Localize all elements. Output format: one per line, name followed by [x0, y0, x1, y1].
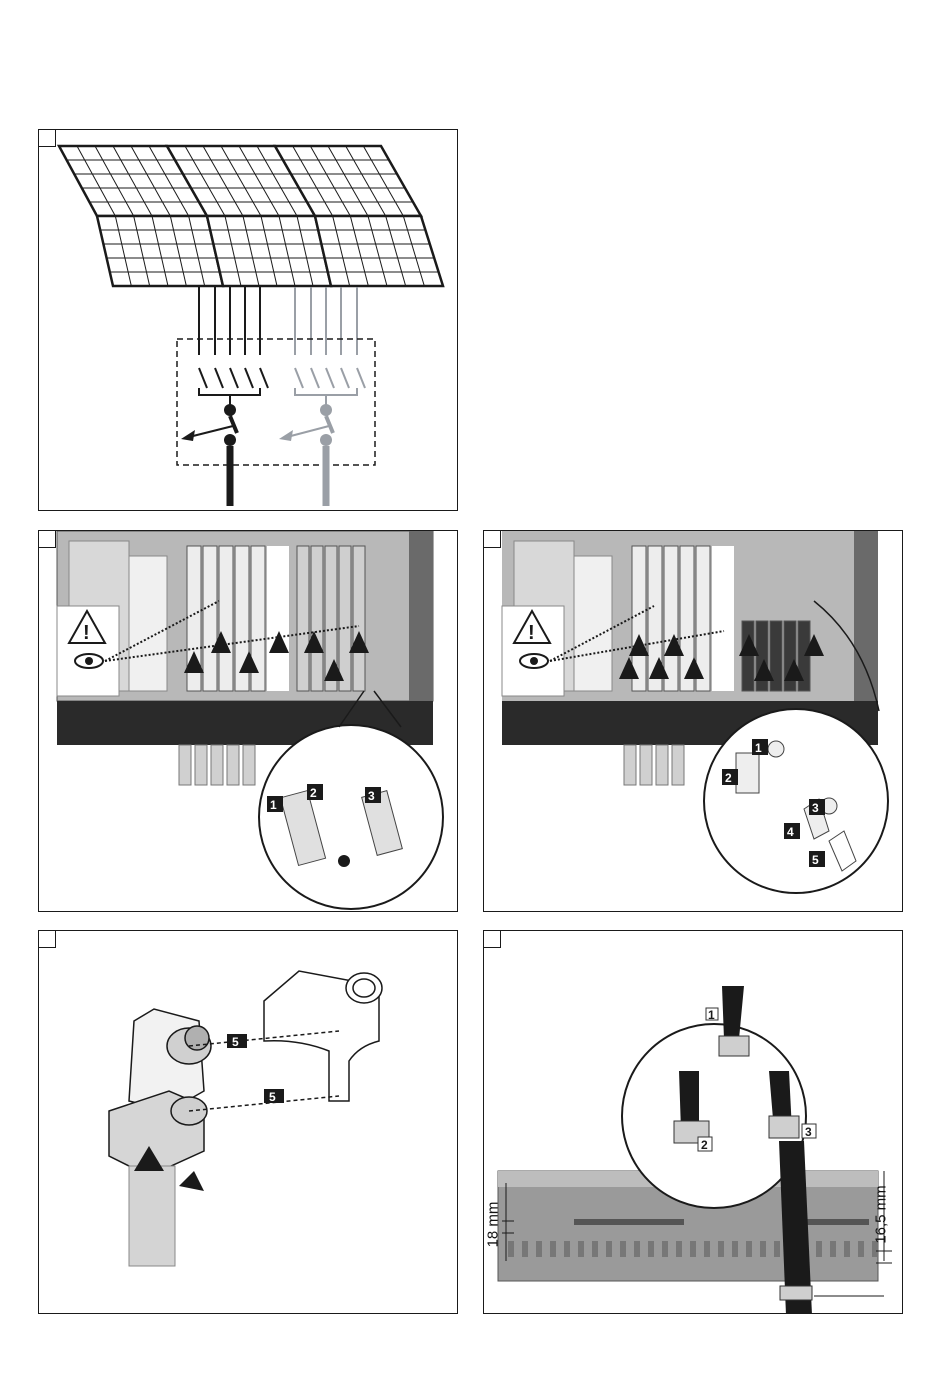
svg-text:!: ! — [83, 622, 90, 644]
rail-tooth — [718, 1241, 724, 1257]
rail-tooth — [634, 1241, 640, 1257]
callout-2: 2 — [310, 786, 317, 800]
callout-5-lower: 5 — [269, 1090, 276, 1104]
combiner-box-outline — [177, 339, 375, 465]
rail-tooth — [816, 1241, 822, 1257]
callout-1: 1 — [270, 798, 277, 812]
terminal-clamp-panel: 5 5 — [38, 930, 458, 1314]
fuse-switches-black — [199, 368, 268, 408]
svg-text:!: ! — [528, 622, 535, 644]
dimension-left: 18 mm — [484, 1202, 501, 1248]
fuse-holder-illustration-2: ! 1 — [484, 531, 903, 912]
terminal-clamp-illustration: 5 5 — [39, 931, 458, 1314]
fuse-stubs — [179, 745, 255, 785]
fuse-holder-illustration: ! 1 2 — [39, 531, 458, 912]
solar-modules-bottom — [97, 216, 443, 286]
solar-modules-top — [59, 146, 421, 216]
rail-tooth — [746, 1241, 752, 1257]
rail-tooth — [522, 1241, 528, 1257]
rail-tooth — [620, 1241, 626, 1257]
rail-tooth — [536, 1241, 542, 1257]
string-wires-grey — [295, 287, 357, 355]
cable-tie-illustration: 1 2 3 — [484, 931, 903, 1314]
rail-tooth — [508, 1241, 514, 1257]
rail-tooth — [648, 1241, 654, 1257]
fuse-holder-panel-left: ! 1 2 — [38, 530, 458, 912]
rail-tooth — [690, 1241, 696, 1257]
main-disconnect-grey — [279, 404, 333, 506]
rail-tooth — [830, 1241, 836, 1257]
fuse-switches-grey — [295, 368, 365, 408]
rail-tooth — [578, 1241, 584, 1257]
callout-5: 5 — [812, 853, 819, 867]
rail-tooth — [592, 1241, 598, 1257]
callout-3: 3 — [805, 1125, 812, 1139]
callout-2: 2 — [701, 1138, 708, 1152]
solar-array-panel — [38, 129, 458, 511]
dimension-right: 16,5 mm — [873, 1185, 890, 1243]
solar-array-schematic — [39, 130, 458, 511]
fuse-holder-panel-right: ! 1 — [483, 530, 903, 912]
callout-1: 1 — [755, 741, 762, 755]
main-disconnect-black — [181, 404, 237, 506]
rail-tooth — [662, 1241, 668, 1257]
callout-5-upper: 5 — [232, 1035, 239, 1049]
string-wires-black — [199, 287, 260, 355]
callout-2: 2 — [725, 771, 732, 785]
rail-tooth — [844, 1241, 850, 1257]
rail-tooth — [704, 1241, 710, 1257]
rail-tooth — [858, 1241, 864, 1257]
rail-tooth — [774, 1241, 780, 1257]
cable — [129, 1166, 175, 1266]
cable-tie-panel: 1 2 3 18 mm 16,5 mm — [483, 930, 903, 1314]
callout-3: 3 — [812, 801, 819, 815]
detail-magnifier — [704, 709, 888, 893]
rail-tooth — [550, 1241, 556, 1257]
rail-tooth — [760, 1241, 766, 1257]
clamp-body — [109, 1009, 211, 1176]
callout-1: 1 — [708, 1008, 715, 1022]
rail-tooth — [676, 1241, 682, 1257]
warning-label — [57, 606, 119, 696]
rail-tooth — [606, 1241, 612, 1257]
callout-3: 3 — [368, 789, 375, 803]
callout-4: 4 — [787, 825, 794, 839]
rail-tooth — [564, 1241, 570, 1257]
rail-tooth — [732, 1241, 738, 1257]
